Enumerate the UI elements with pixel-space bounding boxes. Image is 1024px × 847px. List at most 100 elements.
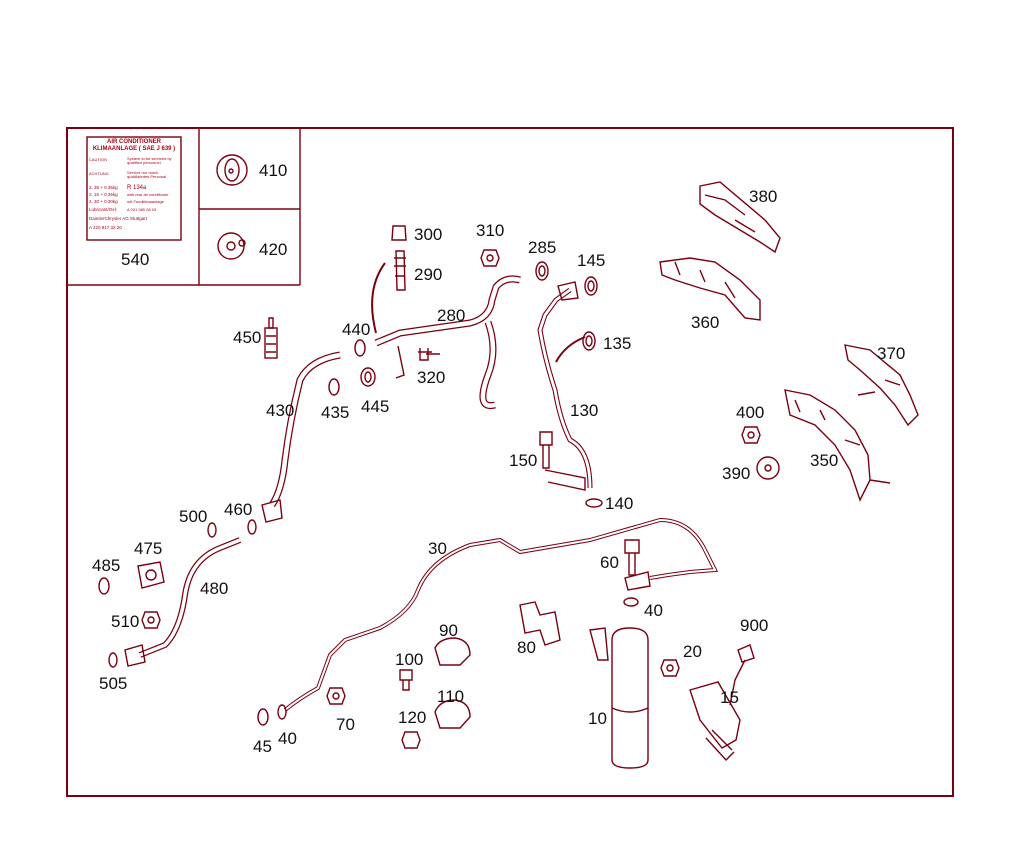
- part-90-shape: [434, 637, 471, 666]
- part-360-shape: [659, 257, 761, 321]
- part-510-shape: [141, 611, 161, 629]
- part-60-shape: [624, 539, 640, 576]
- part-285-shape: [535, 261, 549, 281]
- part-number-445[interactable]: 445: [361, 397, 390, 416]
- part-350-shape: [784, 389, 871, 502]
- part-450-shape: [264, 327, 278, 359]
- part-435-shape: [328, 378, 340, 396]
- part-number-110[interactable]: 110: [437, 687, 465, 706]
- sticker-row-3-left: 2. 35 + 0.35kg: [89, 185, 118, 190]
- part-410-shape: [216, 154, 248, 186]
- part-number-485[interactable]: 485: [92, 556, 121, 575]
- part-number-430[interactable]: 430: [266, 401, 295, 420]
- part-number-45[interactable]: 45: [253, 737, 272, 756]
- part-number-70[interactable]: 70: [336, 715, 355, 734]
- sticker-title-2: KLIMAANLAGE ( SAE J 639 ): [92, 146, 176, 152]
- part-475-shape: [137, 561, 165, 589]
- part-300-shape: [391, 225, 407, 241]
- diagram-frame: [66, 127, 954, 797]
- part-number-40-bottom[interactable]: 40: [278, 729, 297, 748]
- part-number-130[interactable]: 130: [570, 401, 599, 420]
- part-number-400[interactable]: 400: [736, 403, 765, 422]
- part-135-shape: [582, 331, 596, 351]
- sticker-title-1: AIR CONDITIONER: [107, 139, 161, 145]
- part-number-120[interactable]: 120: [398, 708, 427, 727]
- part-445-shape: [360, 367, 376, 387]
- part-400-shape: [741, 426, 761, 444]
- part-number-285[interactable]: 285: [528, 238, 557, 257]
- part-number-280[interactable]: 280: [437, 306, 466, 325]
- part-number-15[interactable]: 15: [720, 688, 739, 707]
- part-number-540[interactable]: 540: [121, 250, 150, 269]
- part-505-shape: [108, 652, 118, 668]
- part-320-shape: [418, 348, 440, 361]
- part-number-30[interactable]: 30: [428, 539, 447, 558]
- part-number-475[interactable]: 475: [134, 539, 163, 558]
- part-number-440[interactable]: 440: [342, 320, 371, 339]
- part-500-shape: [207, 522, 217, 538]
- sticker-row-3-right: R 134a: [127, 185, 147, 191]
- part-100-shape: [399, 669, 413, 691]
- part-number-505[interactable]: 505: [99, 674, 128, 693]
- part-number-480[interactable]: 480: [200, 579, 229, 598]
- part-number-20[interactable]: 20: [683, 642, 702, 661]
- part-number-145[interactable]: 145: [577, 251, 606, 270]
- sticker-row-6-right: A 001 989 08 03: [127, 207, 157, 212]
- part-number-410[interactable]: 410: [259, 161, 288, 180]
- part-number-40-top[interactable]: 40: [644, 601, 663, 620]
- part-number-510[interactable]: 510: [111, 612, 140, 631]
- part-number-10[interactable]: 10: [588, 709, 607, 728]
- part-460-shape: [247, 519, 257, 535]
- part-number-320[interactable]: 320: [417, 368, 446, 387]
- part-number-450[interactable]: 450: [233, 328, 262, 347]
- part-110-shape: [434, 699, 471, 729]
- part-number-135[interactable]: 135: [603, 334, 632, 353]
- sticker-row-5-left: 2. 30 + 0.30kg: [89, 199, 118, 204]
- part-number-90[interactable]: 90: [439, 621, 458, 640]
- part-number-150[interactable]: 150: [509, 451, 538, 470]
- part-number-370[interactable]: 370: [877, 344, 906, 363]
- sticker-row-5-right: mit Fondklimaanlage: [127, 199, 164, 204]
- part-number-140[interactable]: 140: [605, 494, 634, 513]
- part-310-shape: [480, 249, 500, 267]
- sticker-row-2-left: ACHTUNG: [89, 171, 109, 176]
- part-40-shape-bottom: [277, 704, 287, 720]
- part-number-310[interactable]: 310: [476, 221, 505, 240]
- part-130-line: [537, 287, 593, 489]
- part-290-shape: [395, 250, 406, 291]
- sticker-row-6-left: Lubricant/Oel:: [89, 207, 118, 212]
- part-number-900[interactable]: 900: [740, 616, 769, 635]
- sticker-footer-1: DaimlerChrysler AG Stuttgart: [89, 216, 148, 221]
- part-number-300[interactable]: 300: [414, 225, 443, 244]
- sticker-row-1-left: CAUTION: [89, 157, 107, 162]
- part-45-shape: [257, 708, 269, 726]
- sticker-row-4-right: with rear air conditioner: [127, 192, 169, 197]
- part-20-shape: [660, 659, 680, 677]
- part-number-60[interactable]: 60: [600, 553, 619, 572]
- part-440-shape: [354, 339, 366, 357]
- part-number-290[interactable]: 290: [414, 265, 443, 284]
- part-number-350[interactable]: 350: [810, 451, 839, 470]
- part-10-shape: [611, 627, 649, 769]
- sticker-row-4-left: 2. 15 + 0.35kg: [89, 192, 118, 197]
- part-number-360[interactable]: 360: [691, 313, 720, 332]
- part-number-420[interactable]: 420: [259, 240, 288, 259]
- sticker-footer-2: A 220 817 32 20: [89, 225, 122, 230]
- part-number-435[interactable]: 435: [321, 403, 350, 422]
- part-number-80[interactable]: 80: [517, 638, 536, 657]
- part-900-shape: [729, 644, 755, 706]
- part-40-shape-top: [623, 597, 639, 607]
- sticker-row-1-right: System to be serviced by qualified perso…: [127, 156, 172, 166]
- part-number-390[interactable]: 390: [722, 464, 751, 483]
- part-number-500[interactable]: 500: [179, 507, 208, 526]
- part-number-460[interactable]: 460: [224, 500, 253, 519]
- part-15-shape: [689, 681, 741, 749]
- part-number-380[interactable]: 380: [749, 187, 778, 206]
- part-150-shape: [539, 431, 553, 469]
- part-80-shape: [519, 601, 561, 646]
- ac-label-sticker: [86, 136, 182, 241]
- part-number-100[interactable]: 100: [395, 650, 424, 669]
- part-370-shape: [844, 344, 919, 427]
- part-390-shape: [756, 456, 780, 480]
